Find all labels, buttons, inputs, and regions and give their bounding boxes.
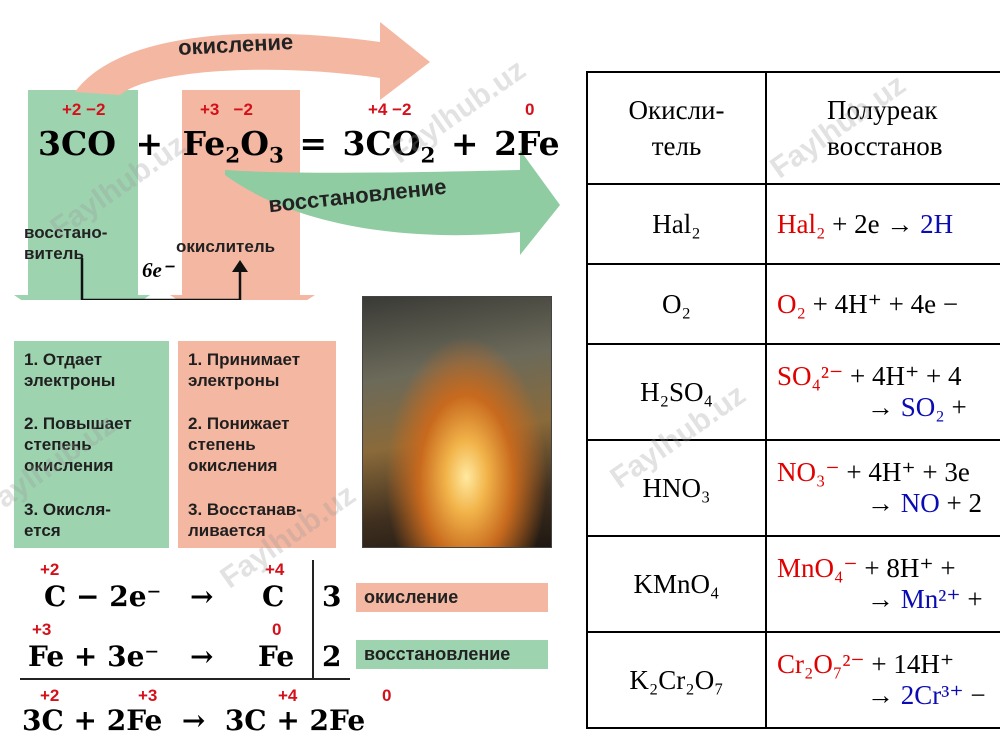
row-half-reaction: NO₃⁻ + 4H⁺ + 3e → NO + 2 xyxy=(765,439,1000,537)
ox-state-co2: +4 −2 xyxy=(368,100,412,119)
eq-equals: = xyxy=(299,124,328,163)
oxidizer-note-1: 1. Принимает электроны xyxy=(188,350,301,390)
half2-ox-left: +3 xyxy=(32,620,52,639)
half1-arrow: → xyxy=(190,580,214,613)
ox-state-fe2o3: +3 −2 xyxy=(200,100,253,119)
main-equation: 3CO + Fe2O3 = 3CO2 + 2Fe xyxy=(38,124,560,169)
header-oxidizer: Окисли-тель xyxy=(586,71,767,185)
table-row: HNO₃ NO₃⁻ + 4H⁺ + 3e → NO + 2 xyxy=(586,439,1000,537)
oxidation-tag: окисление xyxy=(356,583,548,612)
redox-poster: окисление восстановление +2 −2 +3 −2 +4 … xyxy=(0,22,560,737)
half1-coefficient: 3 xyxy=(322,580,342,613)
reduction-arrow xyxy=(225,150,560,255)
reducer-label: восстано- витель xyxy=(24,223,108,263)
row-oxidizer: KMnO₄ xyxy=(586,535,767,633)
table-row: KMnO₄ MnO₄⁻ + 8H⁺ + → Mn²⁺ + xyxy=(586,535,1000,633)
final-ox-2: +3 xyxy=(138,686,158,705)
final-ox-3: +4 xyxy=(278,686,298,705)
electron-transfer-line xyxy=(80,258,242,300)
half2-ox-right: 0 xyxy=(272,620,282,639)
row-oxidizer: K₂Cr₂O₇ xyxy=(586,631,767,729)
table-row: K₂Cr₂O₇ Cr₂O₇²⁻ + 14H⁺ → 2Cr³⁺ − xyxy=(586,631,1000,729)
oxidizer-label: окислитель xyxy=(176,237,276,256)
reaction-arrows-graphic xyxy=(14,22,560,300)
half-reaction-divider xyxy=(312,560,314,678)
final-ox-4: 0 xyxy=(382,686,392,705)
final-equation: 3C + 2Fe → 3C + 2Fe xyxy=(22,704,366,737)
row-half-reaction: Cr₂O₇²⁻ + 14H⁺ → 2Cr³⁺ − xyxy=(765,631,1000,729)
eq-term-co: 3CO xyxy=(38,124,116,163)
table-row: H₂SO₄ SO₄²⁻ + 4H⁺ + 4 → SO₂ + xyxy=(586,343,1000,441)
half2-left: Fe + 3e⁻ xyxy=(28,640,160,673)
blast-furnace-photo xyxy=(362,296,552,548)
half-reaction-oxidation: C − 2e⁻ xyxy=(44,580,161,613)
oxidizer-properties-box: 1. Принимает электроны 2. Понижает степе… xyxy=(178,341,336,548)
final-ox-1: +2 xyxy=(40,686,60,705)
reducer-properties-box: 1. Отдает электроны 2. Повышает степень … xyxy=(14,341,169,548)
row-oxidizer: O₂ xyxy=(586,263,767,345)
reducer-note-1: 1. Отдает электроны xyxy=(24,350,116,390)
electron-count: 6e⁻ xyxy=(142,258,173,282)
row-oxidizer: Hal₂ xyxy=(586,183,767,265)
row-half-reaction: O₂ + 4H⁺ + 4e − xyxy=(765,263,1000,345)
half2-right: Fe xyxy=(258,640,295,673)
oxidizer-note-3: 3. Восстанав-ливается xyxy=(188,500,302,540)
reducer-note-2: 2. Повышает степень окисления xyxy=(24,414,132,475)
final-equation-rule xyxy=(20,678,350,680)
reduction-tag: восстановление xyxy=(356,640,548,669)
half1-left: C − 2e⁻ xyxy=(44,580,162,613)
half2-arrow: → xyxy=(190,640,214,673)
row-half-reaction: SO₄²⁻ + 4H⁺ + 4 → SO₂ + xyxy=(765,343,1000,441)
reducer-note-3: 3. Окисля-ется xyxy=(24,500,111,540)
half1-right: C xyxy=(262,580,285,613)
half1-ox-right: +4 xyxy=(265,560,285,579)
eq-term-co2: 3CO2 xyxy=(342,124,436,169)
eq-term-fe: 2Fe xyxy=(494,124,560,163)
ox-state-fe: 0 xyxy=(525,100,535,119)
eq-plus: + xyxy=(135,124,164,163)
oxidation-arrow xyxy=(75,22,430,100)
table-row: O₂ O₂ + 4H⁺ + 4e − xyxy=(586,263,1000,345)
row-half-reaction: MnO₄⁻ + 8H⁺ + → Mn²⁺ + xyxy=(765,535,1000,633)
table-row: Hal₂ Hal₂ + 2e → 2H xyxy=(586,183,1000,265)
half2-coefficient: 2 xyxy=(322,640,342,673)
row-oxidizer: HNO₃ xyxy=(586,439,767,537)
eq-plus-2: + xyxy=(450,124,479,163)
row-oxidizer: H₂SO₄ xyxy=(586,343,767,441)
half1-ox-left: +2 xyxy=(40,560,60,579)
eq-term-fe2o3: Fe2O3 xyxy=(182,124,284,169)
electron-transfer-arrowhead xyxy=(232,260,248,272)
row-half-reaction: Hal₂ + 2e → 2H xyxy=(765,183,1000,265)
oxidizer-note-2: 2. Понижает степень окисления xyxy=(188,414,290,475)
ox-state-co: +2 −2 xyxy=(62,100,106,119)
